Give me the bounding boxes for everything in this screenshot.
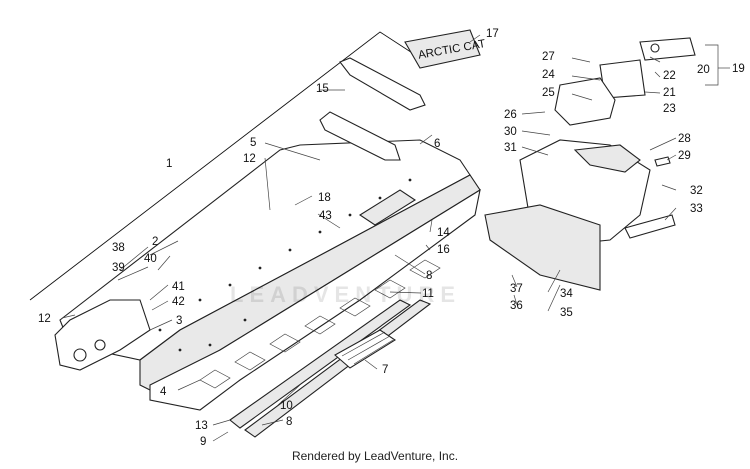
callout-1: 1 (166, 158, 172, 170)
callout-19: 19 (732, 63, 745, 75)
callout-12-left: 12 (38, 313, 51, 325)
callout-23: 23 (663, 103, 676, 115)
callout-6: 6 (434, 138, 440, 150)
callout-31: 31 (504, 142, 517, 154)
callout-15: 15 (316, 83, 329, 95)
callout-42: 42 (172, 296, 185, 308)
callout-7: 7 (382, 364, 388, 376)
callout-35: 35 (560, 307, 573, 319)
callout-36: 36 (510, 300, 523, 312)
callout-26: 26 (504, 109, 517, 121)
callout-32: 32 (690, 185, 703, 197)
callout-8-mid: 8 (426, 270, 432, 282)
decal-17: ARCTIC CAT (404, 29, 486, 69)
callout-12-top: 12 (243, 153, 256, 165)
footer-credit: Rendered by LeadVenture, Inc. (291, 449, 459, 463)
callout-11: 11 (422, 288, 434, 300)
callout-33: 33 (690, 203, 703, 215)
callout-43: 43 (319, 210, 332, 222)
callout-18: 18 (318, 192, 331, 204)
rear-assembly (484, 37, 696, 291)
callout-9: 9 (200, 436, 206, 448)
callout-20: 20 (697, 64, 710, 76)
callout-17: 17 (486, 28, 499, 40)
callout-3: 3 (176, 315, 182, 327)
callout-38: 38 (112, 242, 125, 254)
callout-14: 14 (437, 227, 450, 239)
tunnel-assembly (29, 31, 481, 438)
callout-13: 13 (195, 420, 208, 432)
callout-22: 22 (663, 70, 676, 82)
callout-25: 25 (542, 87, 555, 99)
callout-5: 5 (250, 137, 256, 149)
callout-2: 2 (152, 236, 158, 248)
callout-21: 21 (663, 87, 676, 99)
callout-30: 30 (504, 126, 517, 138)
watermark-text: LEADVENTURE (230, 282, 462, 307)
callout-28: 28 (678, 133, 691, 145)
callout-16: 16 (437, 244, 450, 256)
callout-39: 39 (112, 262, 125, 274)
callout-41: 41 (172, 281, 185, 293)
callout-4: 4 (160, 386, 167, 398)
callout-8-bottom: 8 (286, 416, 292, 428)
callout-40: 40 (144, 253, 157, 265)
callout-27: 27 (542, 51, 555, 63)
callout-34: 34 (560, 288, 573, 300)
callout-29: 29 (678, 150, 691, 162)
callout-24: 24 (542, 69, 555, 81)
callout-37: 37 (510, 283, 523, 295)
callout-10: 10 (280, 400, 293, 412)
callout-labels: 17 15 5 12 6 1 18 43 14 16 8 11 2 38 40 … (38, 28, 745, 448)
